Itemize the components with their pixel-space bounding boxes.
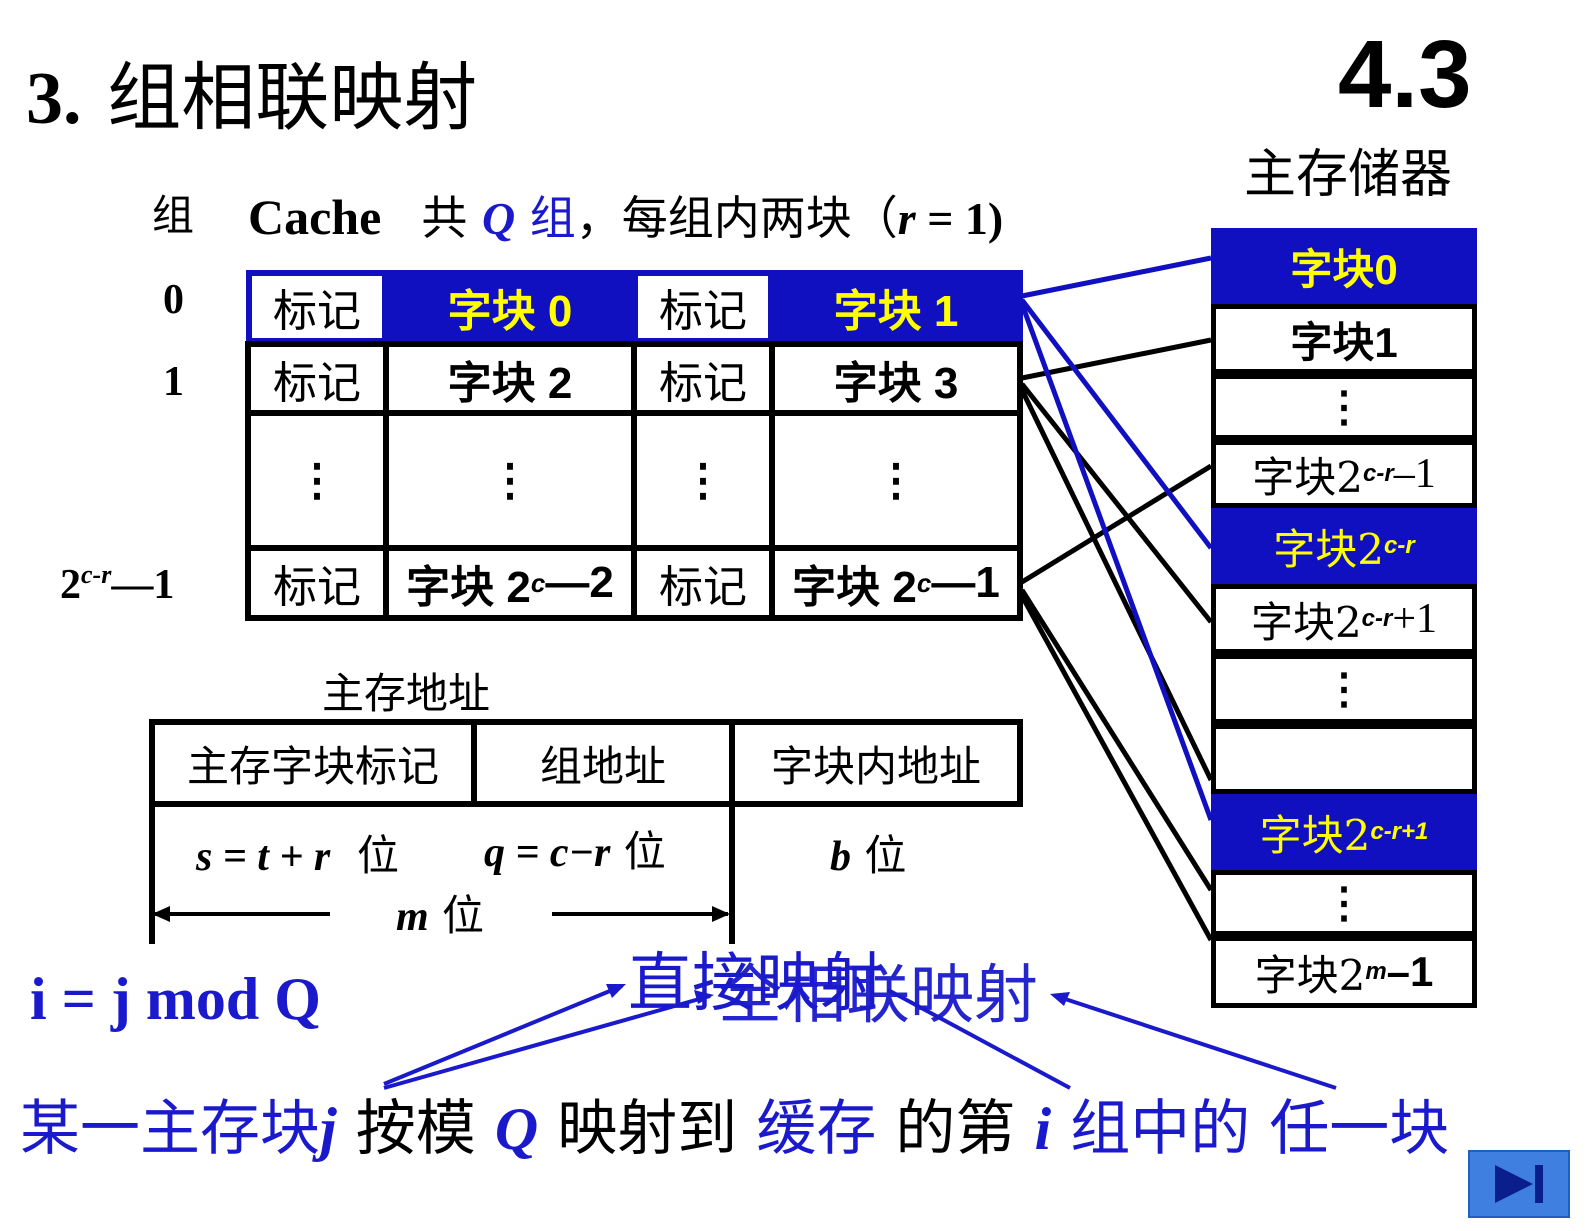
cache-grid — [245, 341, 1023, 621]
main-memory-title: 主存储器 — [1244, 145, 1453, 205]
cache-tag-last-a: 标记 — [273, 562, 361, 613]
fully-associative-label: 全相联映射 — [718, 959, 1038, 1033]
addr-field-offset: 字块内地址 — [770, 741, 981, 791]
cache-tag-0a: 标记 — [252, 276, 382, 338]
mem-block-empty — [1211, 724, 1477, 794]
next-button[interactable] — [1468, 1150, 1570, 1218]
mapping-lines-black — [1019, 337, 1214, 942]
mem-block-1: 字块1 — [1211, 304, 1477, 374]
bits-m: m 位 — [396, 891, 485, 940]
cache-tag-1b: 标记 — [659, 357, 747, 409]
cache-block-0: 字块 0 — [447, 287, 573, 336]
bottom-sentence: 某一主存块j 按模 Q 映射到 缓存 的第 i 组中的 任一块 — [20, 1094, 1450, 1164]
cache-tag-1a: 标记 — [273, 357, 361, 409]
next-end-icon — [1495, 1165, 1543, 1203]
cache-dots-1: ⋮ — [295, 455, 339, 505]
cache-block-1: 字块 1 — [833, 287, 959, 336]
annotation-arrows — [383, 984, 1337, 1090]
row-label-1: 1 — [163, 359, 184, 405]
mem-dots-2: ⋮ — [1211, 654, 1477, 724]
group-header: 组 — [152, 191, 195, 240]
mem-dots-3: ⋮ — [1211, 870, 1477, 936]
mem-block-0: 字块0 — [1211, 228, 1477, 304]
address-title: 主存地址 — [322, 669, 491, 718]
addr-field-tag: 主存字块标记 — [186, 741, 439, 791]
section-number: 4.3 — [1338, 21, 1472, 128]
addr-field-group: 组地址 — [539, 741, 666, 791]
direct-mapping-label: 直接映射 — [628, 947, 884, 1021]
cache-block-2: 字块 2 — [447, 358, 573, 408]
cache-name: Cache — [248, 189, 382, 245]
cache-tag-0b: 标记 — [638, 276, 768, 338]
cache-dots-4: ⋮ — [874, 455, 918, 505]
row-label-0: 0 — [163, 277, 184, 323]
cache-tag-last-b: 标记 — [659, 562, 747, 613]
bits-q: q = c−r 位 — [484, 827, 666, 876]
mapping-formula: i = j mod Q — [30, 966, 321, 1032]
page-title: 3. 组相联映射 — [26, 55, 478, 141]
bits-b: b 位 — [830, 831, 907, 880]
cache-dots-2: ⋮ — [488, 455, 532, 505]
address-grid — [149, 719, 1023, 944]
mapping-lines-blue — [1019, 255, 1214, 821]
mem-dots-1: ⋮ — [1211, 374, 1477, 440]
cache-block-3: 字块 3 — [833, 358, 959, 408]
bits-s: s = t + r 位 — [196, 831, 399, 880]
cache-dots-3: ⋮ — [681, 455, 725, 505]
row-label-last: 2c-r—1 — [60, 560, 175, 608]
